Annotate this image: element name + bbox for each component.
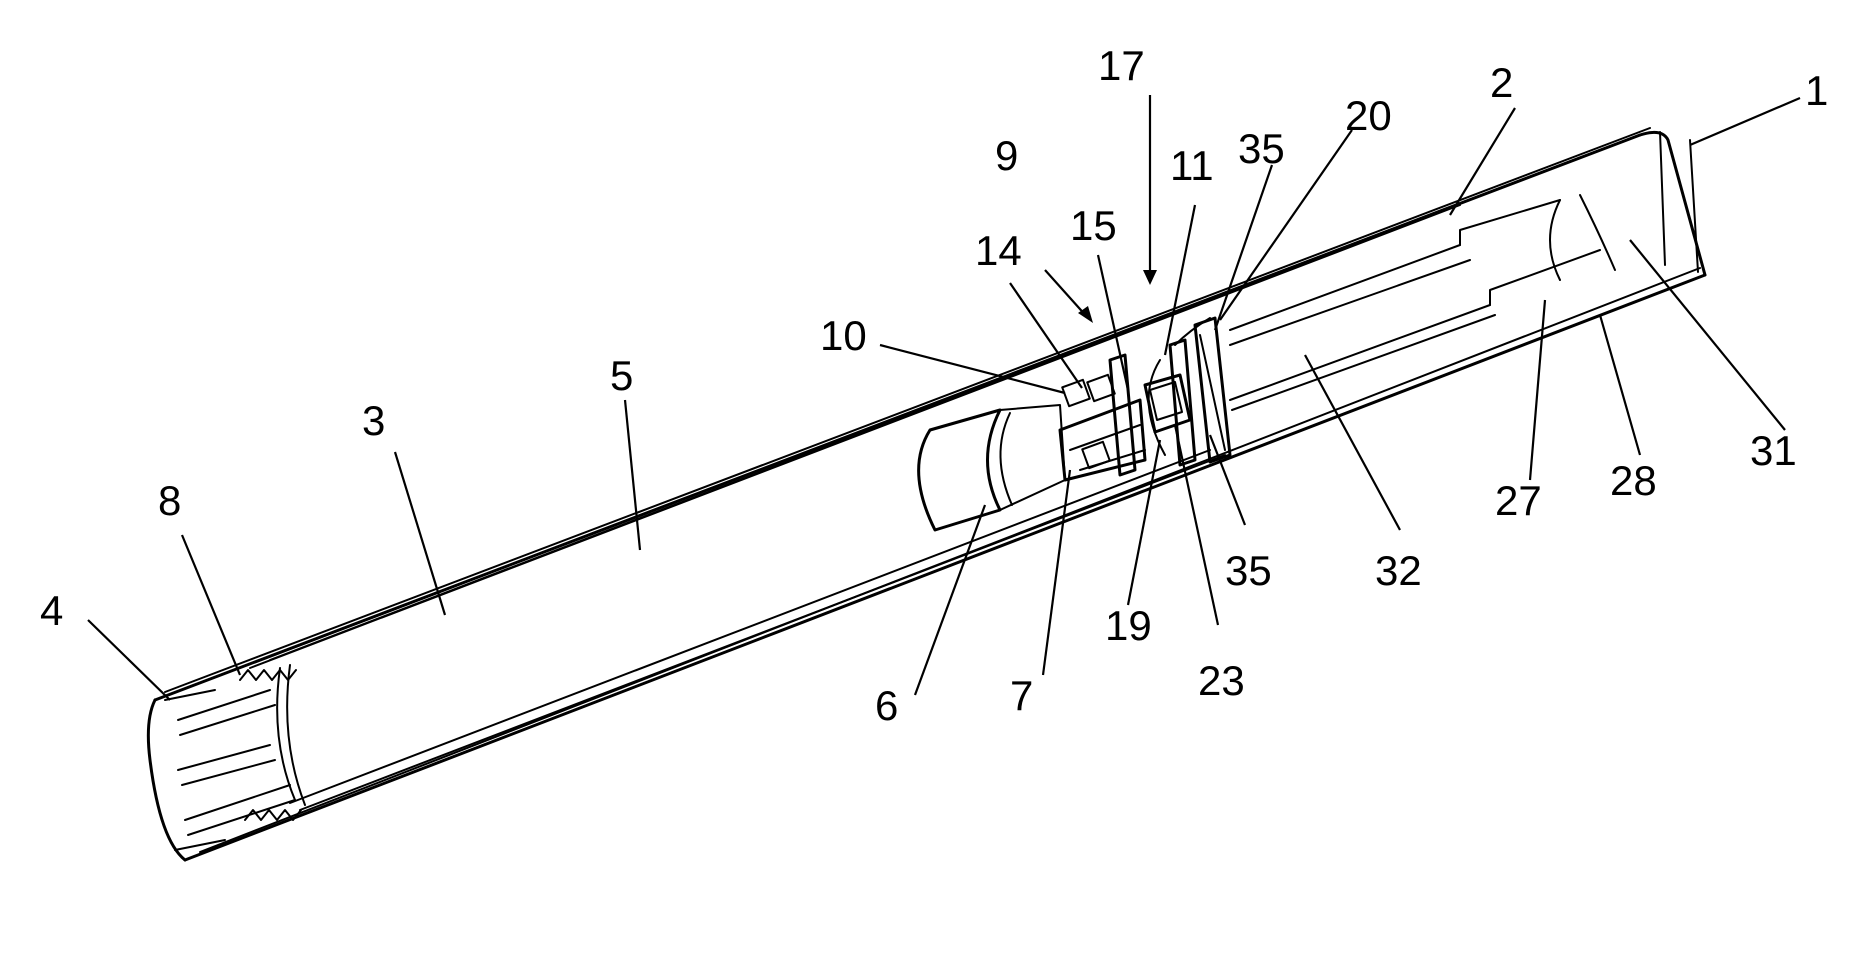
label-15: 15 xyxy=(1070,202,1117,249)
leader-35b xyxy=(1210,435,1245,525)
label-7: 7 xyxy=(1010,672,1033,719)
leader-2 xyxy=(1450,108,1515,215)
label-6: 6 xyxy=(875,682,898,729)
label-27: 27 xyxy=(1495,477,1542,524)
label-20: 20 xyxy=(1345,92,1392,139)
label-14: 14 xyxy=(975,227,1022,274)
leader-28 xyxy=(1600,315,1640,455)
label-32: 32 xyxy=(1375,547,1422,594)
leader-27 xyxy=(1530,300,1545,480)
label-23: 23 xyxy=(1198,657,1245,704)
label-10: 10 xyxy=(820,312,867,359)
label-3: 3 xyxy=(362,397,385,444)
leader-7 xyxy=(1043,470,1070,675)
leader-32 xyxy=(1305,355,1400,530)
label-9: 9 xyxy=(995,132,1018,179)
label-2: 2 xyxy=(1490,59,1513,106)
leader-15 xyxy=(1098,255,1128,390)
leader-4 xyxy=(88,620,170,700)
arrow-17 xyxy=(1143,270,1157,285)
leader-8 xyxy=(182,535,240,675)
reference-numerals: 1 2 3 4 5 6 7 8 9 10 11 14 15 17 19 20 2… xyxy=(40,42,1828,729)
leader-19 xyxy=(1128,440,1160,605)
label-28: 28 xyxy=(1610,457,1657,504)
label-19: 19 xyxy=(1105,602,1152,649)
outer-tube xyxy=(148,128,1705,860)
leader-35a xyxy=(1215,165,1272,330)
leader-lines xyxy=(88,95,1800,700)
label-11: 11 xyxy=(1170,142,1214,189)
label-35-bottom: 35 xyxy=(1225,547,1272,594)
leader-31 xyxy=(1630,240,1785,430)
leader-6 xyxy=(915,505,985,695)
label-4: 4 xyxy=(40,587,63,634)
label-1: 1 xyxy=(1805,67,1828,114)
label-8: 8 xyxy=(158,477,181,524)
leader-1 xyxy=(1690,98,1800,145)
label-17: 17 xyxy=(1098,42,1145,89)
leader-3 xyxy=(395,452,445,615)
leader-5 xyxy=(625,400,640,550)
label-5: 5 xyxy=(610,352,633,399)
label-31: 31 xyxy=(1750,427,1797,474)
label-35-top: 35 xyxy=(1238,125,1285,172)
